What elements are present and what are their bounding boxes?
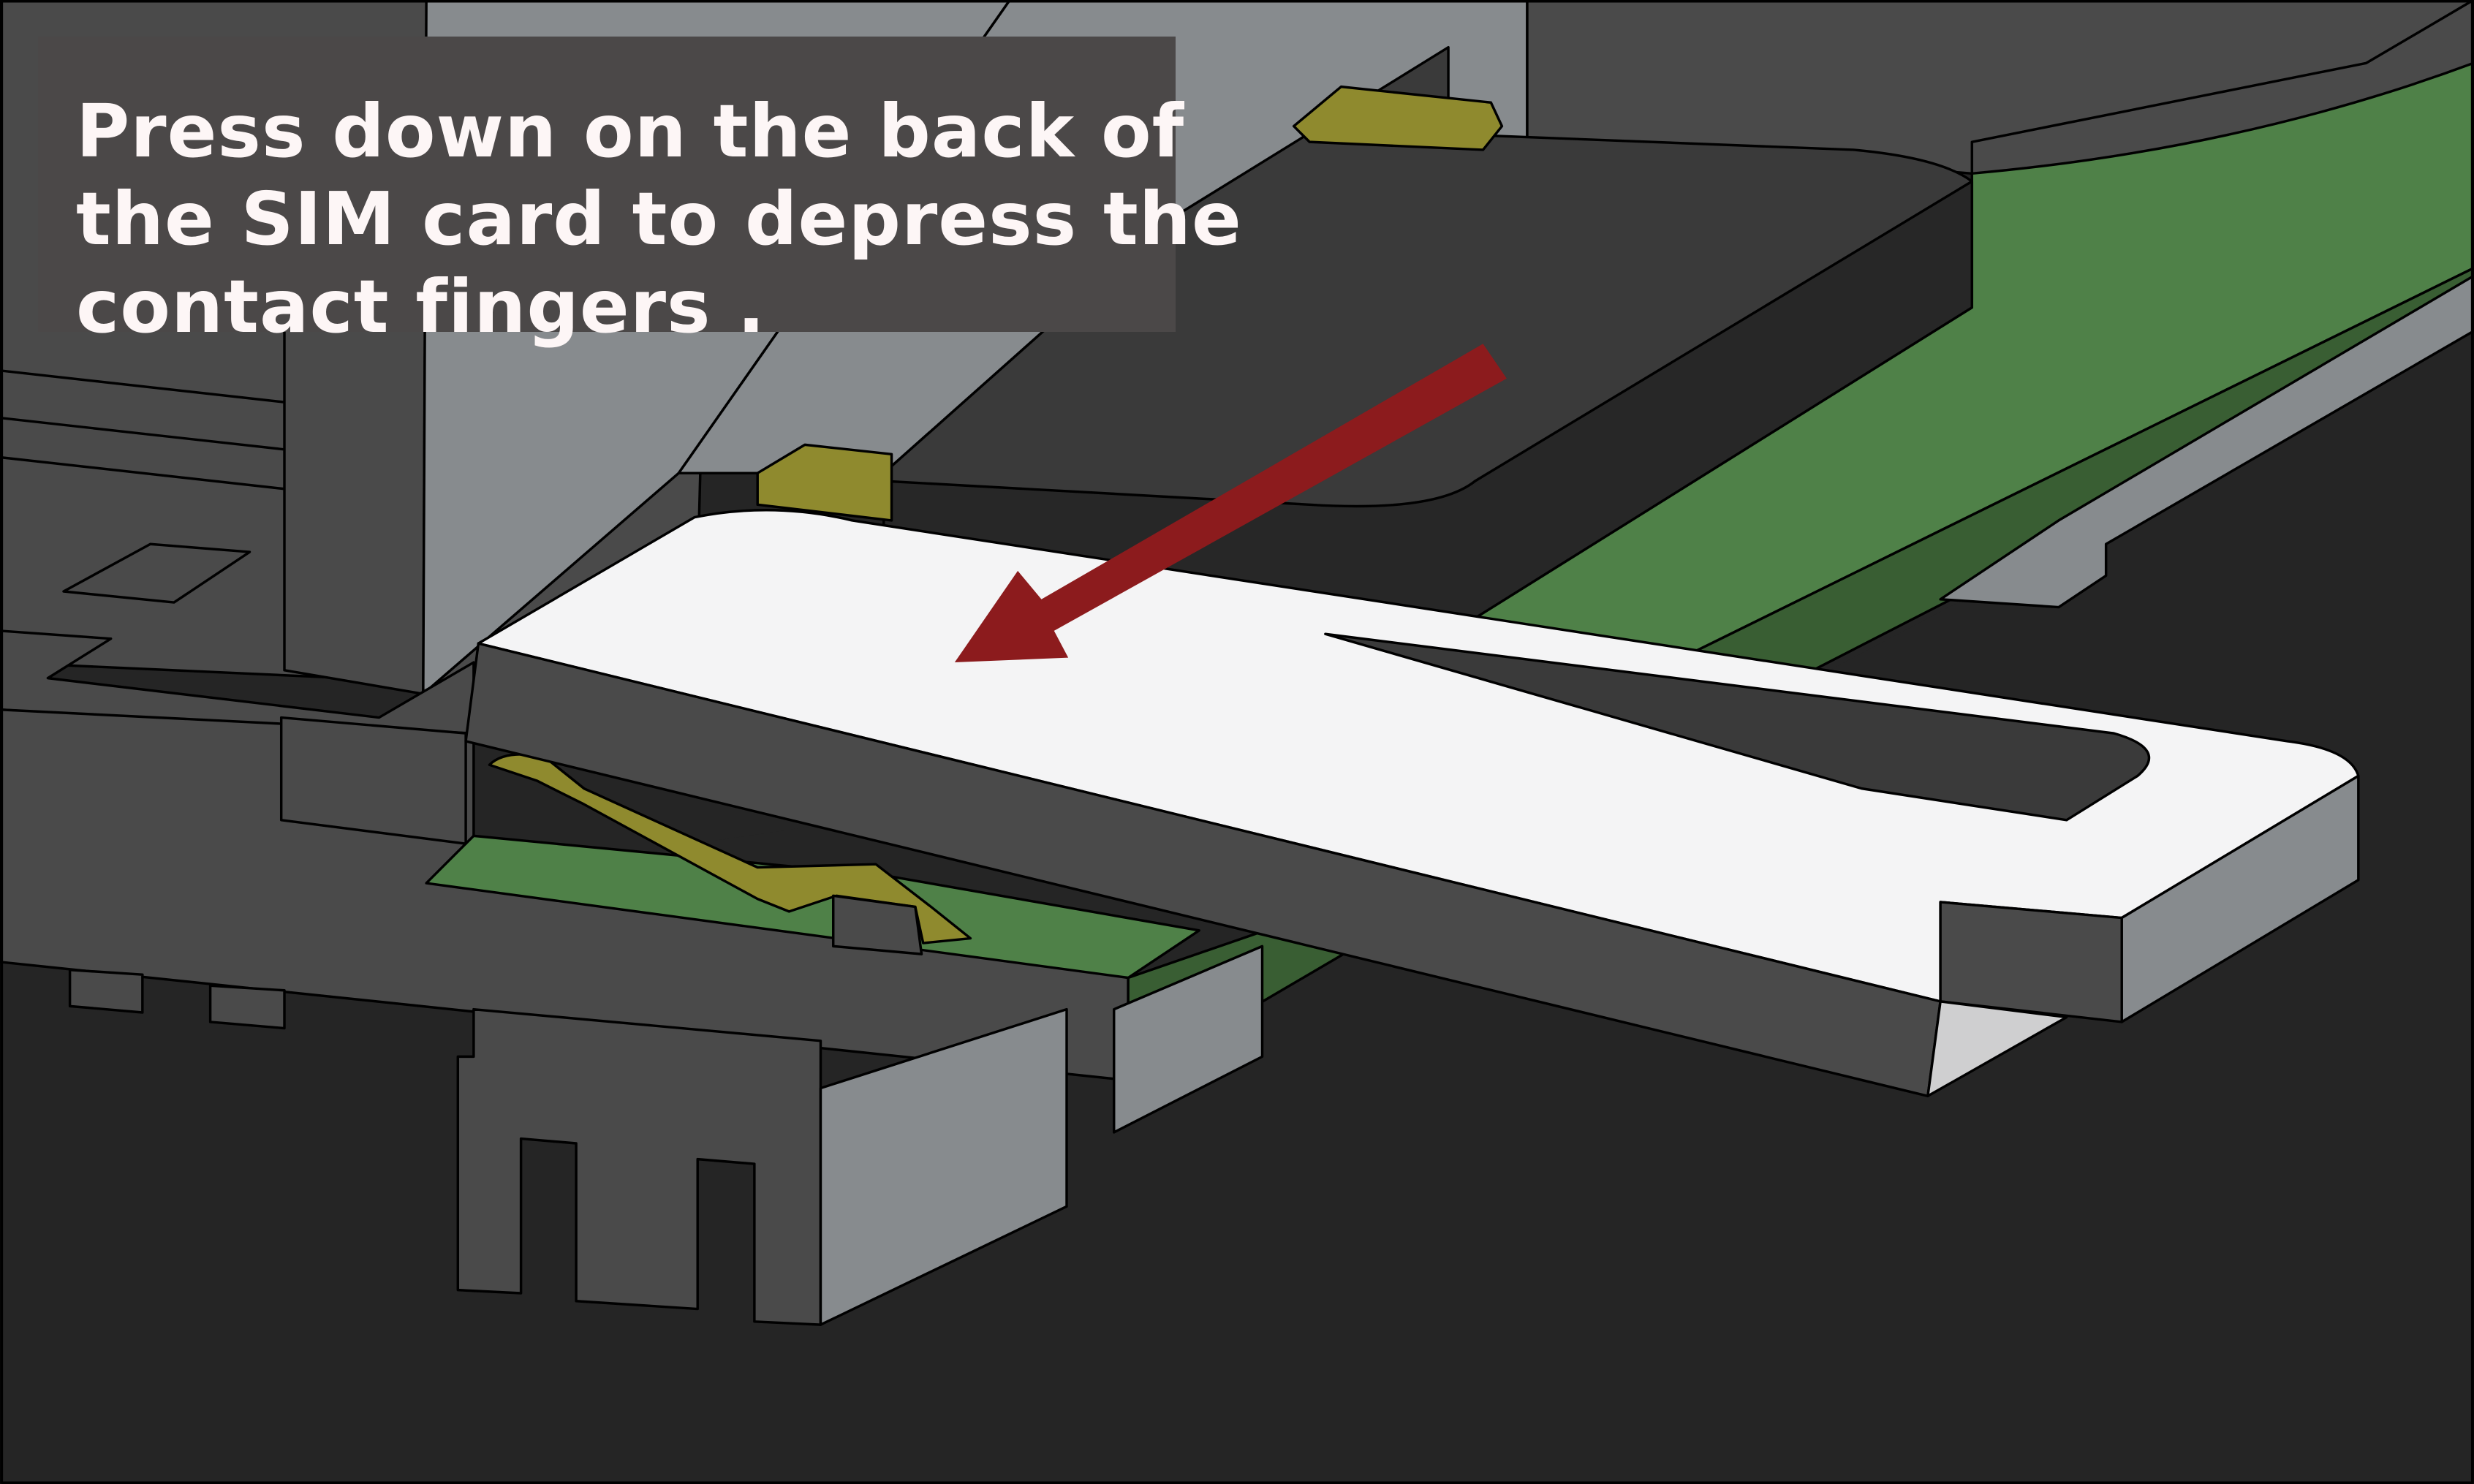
frame-right-light bbox=[1939, 274, 2474, 609]
sim-card-corner-side bbox=[2120, 774, 2360, 1023]
instruction-caption: Press down on the back of the SIM card t… bbox=[38, 37, 1242, 349]
frame-lines bbox=[0, 369, 285, 491]
contact-finger-back bbox=[1292, 85, 1504, 151]
contact-finger-middle bbox=[756, 443, 893, 522]
housing-feet bbox=[68, 969, 286, 1030]
lower-housing-side bbox=[819, 1007, 1068, 1326]
lower-housing bbox=[456, 1007, 822, 1326]
contact-finger-front bbox=[488, 753, 972, 944]
sim-card-top bbox=[477, 509, 2360, 1003]
caption-line-2: the SIM card to depress the bbox=[76, 176, 1242, 262]
arrow-down-left-icon bbox=[954, 344, 1507, 663]
caption-line-1: Press down on the back of bbox=[76, 88, 1185, 174]
lower-housing-tab bbox=[1113, 944, 1264, 1134]
sim-card-notch bbox=[1324, 632, 2151, 822]
frame-slot bbox=[62, 542, 251, 604]
connector-block bbox=[279, 716, 467, 845]
contact-clip bbox=[832, 894, 923, 955]
caption-line-3: contact fingers . bbox=[76, 264, 766, 349]
pcb-top bbox=[1450, 61, 2474, 680]
sim-card-bevel bbox=[1926, 1000, 2068, 1098]
